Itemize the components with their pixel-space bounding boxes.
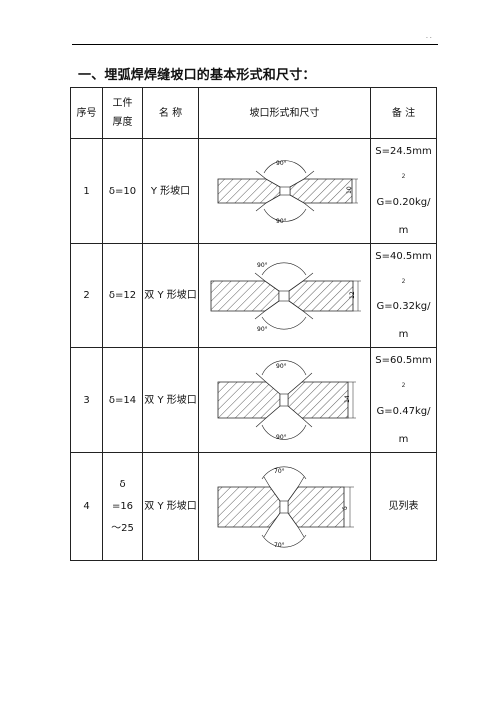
left-plate <box>217 178 280 204</box>
angle-top-label: 90° <box>276 160 287 167</box>
groove-diagram-y: 90° 90° 10 <box>217 160 358 225</box>
root-gap <box>279 186 290 196</box>
table-header-row: 序号 工件 厚度 名 称 坡口形式和尺寸 备 注 <box>70 87 437 139</box>
header-rule <box>72 44 438 45</box>
header-thickness-line1: 工件 <box>112 98 133 109</box>
thickness-dim-label: 12 <box>349 291 356 299</box>
angle-bottom-label: 70° <box>274 542 285 549</box>
note-area: S=60.5mm <box>375 355 432 366</box>
root-gap <box>279 393 288 407</box>
row-seq: 3 <box>70 347 103 453</box>
row-note: S=60.5mm 2 G=0.47kg/ m <box>370 347 437 453</box>
note-area: S=40.5mm <box>375 250 432 262</box>
row-note: 见列表 <box>370 452 437 561</box>
note-weight: G=0.47kg/ <box>376 405 431 417</box>
table-row: 4 δ =16 ～25 双 Y 形坡口 70° 70° <box>70 452 437 561</box>
left-plate <box>217 381 280 419</box>
root-gap <box>278 290 289 301</box>
right-plate <box>287 381 348 419</box>
row-note: S=24.5mm 2 G=0.20kg/ m <box>370 138 437 244</box>
header-thickness-line2: 厚度 <box>112 117 133 128</box>
thickness-dim-label: 14 <box>344 395 351 403</box>
row-thickness: δ=14 <box>102 347 143 453</box>
row-name: 双 Y 形坡口 <box>142 452 199 561</box>
left-plate <box>210 280 279 311</box>
right-plate <box>288 280 353 311</box>
note-area-exp: 2 <box>401 382 406 390</box>
right-plate <box>287 486 344 527</box>
angle-bottom-label: 90° <box>276 434 287 441</box>
groove-diagram-double-y: 90° 90° 14 <box>217 360 356 441</box>
table-row: 3 δ=14 双 Y 形坡口 90° 90° 14 <box>70 347 437 453</box>
note-weight-unit: m <box>398 433 409 445</box>
angle-top-label: 90° <box>257 262 268 269</box>
header-name: 名 称 <box>142 87 199 139</box>
note-area: S=24.5mm <box>375 146 432 157</box>
row-seq: 2 <box>70 243 103 348</box>
angle-bottom-label: 90° <box>276 218 287 225</box>
row-form: 70° 70° δ <box>198 452 371 561</box>
note-weight-unit: m <box>398 224 409 236</box>
row-name: 双 Y 形坡口 <box>142 347 199 453</box>
section-title: 一、埋弧焊焊缝坡口的基本形式和尺寸： <box>78 68 316 83</box>
header-note: 备 注 <box>370 87 437 139</box>
row-thickness: δ=12 <box>102 243 143 348</box>
angle-top-label: 70° <box>274 468 285 475</box>
row-seq: 4 <box>70 452 103 561</box>
groove-diagram-double-y: 70° 70° δ <box>217 466 354 549</box>
table-row: 2 δ=12 双 Y 形坡口 90° 90° 12 <box>70 243 437 348</box>
note-weight: G=0.32kg/ <box>376 301 431 313</box>
angle-top-label: 90° <box>276 363 287 370</box>
row-form: 90° 90° 14 <box>198 347 371 453</box>
row-form: 90° 90° 12 <box>198 243 371 348</box>
root-gap <box>279 500 288 513</box>
row-form: 90° 90° 10 <box>198 138 371 244</box>
thickness-dim-label: δ <box>342 506 349 510</box>
row-name: 双 Y 形坡口 <box>142 243 199 348</box>
row-name: Y 形坡口 <box>142 138 199 244</box>
angle-bottom-label: 90° <box>257 326 268 333</box>
header-seq: 序号 <box>70 87 103 139</box>
groove-diagram-double-y: 90° 90° 12 <box>210 262 361 333</box>
row-thickness-line3: ～25 <box>111 522 134 534</box>
row-seq: 1 <box>70 138 103 244</box>
row-thickness: δ =16 ～25 <box>102 452 143 561</box>
row-thickness: δ=10 <box>102 138 143 244</box>
right-plate <box>289 178 352 204</box>
row-thickness-line1: δ <box>119 478 126 490</box>
left-plate <box>217 486 280 527</box>
header-dots: . . <box>426 33 432 40</box>
groove-table: 序号 工件 厚度 名 称 坡口形式和尺寸 备 注 1 δ=10 Y 形坡口 <box>70 87 437 561</box>
note-area-exp: 2 <box>401 173 406 181</box>
note-weight-unit: m <box>398 329 409 341</box>
note-weight: G=0.20kg/ <box>376 196 431 208</box>
row-note: S=40.5mm 2 G=0.32kg/ m <box>370 243 437 348</box>
table-row: 1 δ=10 Y 形坡口 90° 90° 10 <box>70 138 437 244</box>
note-area-exp: 2 <box>401 277 406 285</box>
header-form: 坡口形式和尺寸 <box>198 87 371 139</box>
row-thickness-line2: =16 <box>111 500 134 512</box>
thickness-dim-label: 10 <box>346 186 353 194</box>
header-thickness: 工件 厚度 <box>102 87 143 139</box>
